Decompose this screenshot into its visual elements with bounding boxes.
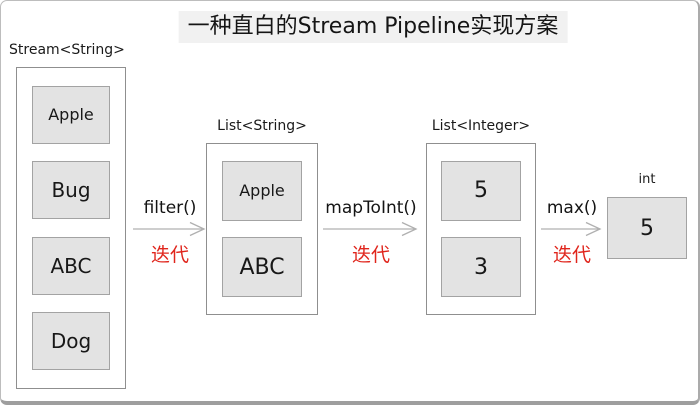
stream-type-label: Stream<String>	[9, 42, 125, 58]
filter-iterate-note: 迭代	[150, 244, 189, 267]
filter-op-label: filter()	[143, 198, 197, 218]
maptoint-op-label: mapToInt()	[325, 198, 417, 218]
maptoint-iterate-note: 迭代	[351, 244, 390, 267]
stream-item-bug: Bug	[32, 161, 110, 220]
stream-item-abc: ABC	[32, 236, 110, 295]
list-string-type-label: List<String>	[217, 118, 307, 134]
stream-item-apple: Apple	[32, 85, 110, 144]
list-integer-container: 5 3	[426, 143, 536, 315]
page-title: 一种直白的Stream Pipeline实现方案	[178, 11, 568, 44]
max-iterate-note: 迭代	[552, 244, 591, 267]
list-integer-item-3: 3	[441, 237, 521, 298]
max-arrow-group: max() 迭代	[541, 198, 603, 267]
stream-item-dog: Dog	[32, 312, 110, 371]
list-integer-type-label: List<Integer>	[431, 118, 531, 134]
list-string-item-abc: ABC	[222, 237, 302, 298]
max-op-label: max()	[546, 198, 598, 218]
arrow-right-icon	[541, 222, 602, 237]
arrow-right-icon	[323, 222, 418, 237]
int-type-label: int	[638, 172, 656, 187]
arrow-right-icon	[133, 222, 206, 237]
list-string-item-apple: Apple	[222, 160, 302, 221]
filter-arrow-group: filter() 迭代	[133, 198, 207, 267]
stream-container: Apple Bug ABC Dog	[16, 67, 126, 389]
list-integer-item-5: 5	[441, 160, 521, 221]
maptoint-arrow-group: mapToInt() 迭代	[323, 198, 419, 267]
int-value-box: 5	[607, 197, 687, 259]
list-string-container: Apple ABC	[206, 143, 318, 315]
